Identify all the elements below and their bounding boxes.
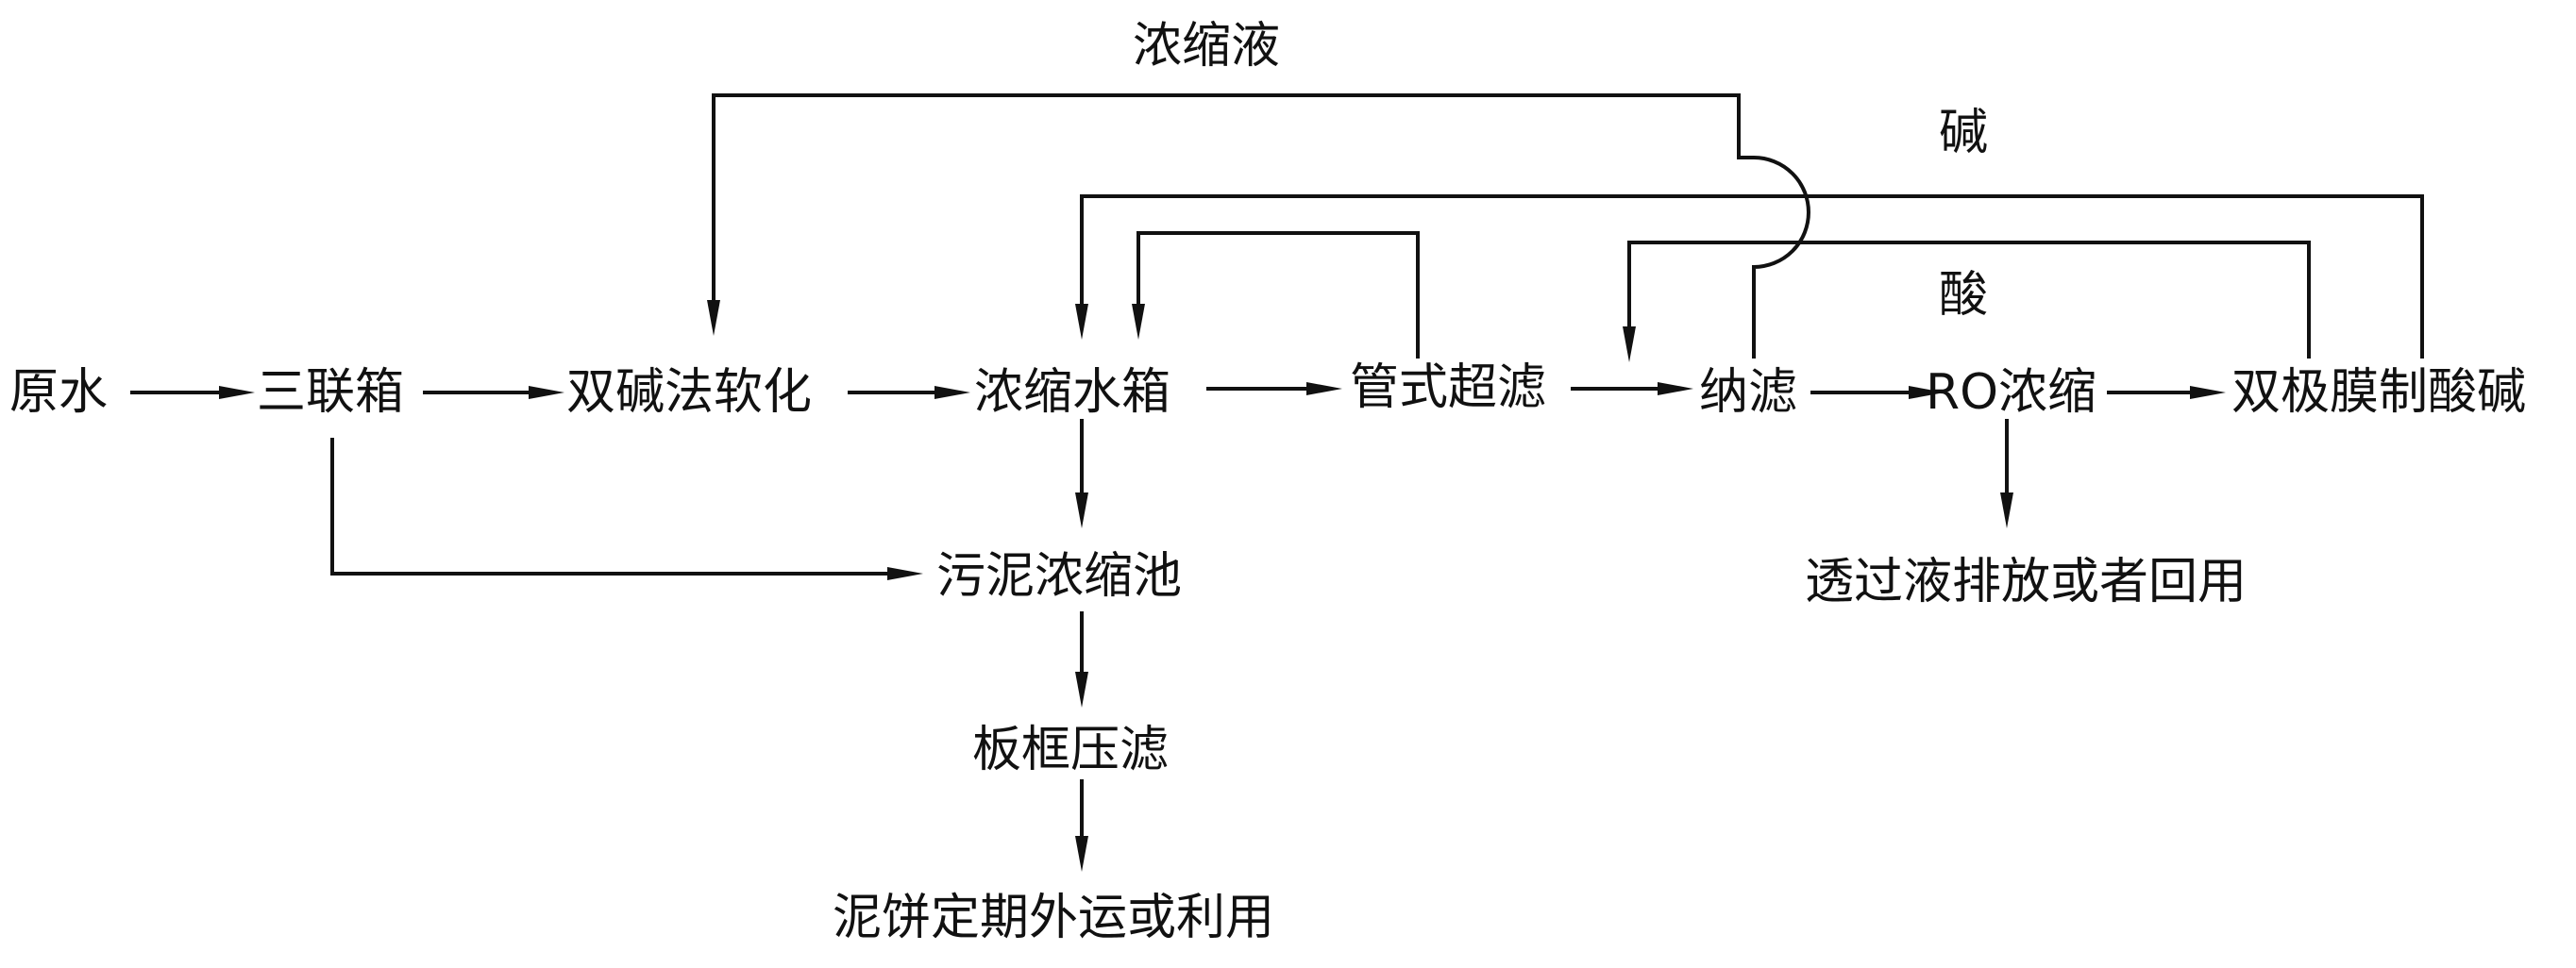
arrowhead <box>707 300 720 336</box>
arrowhead <box>219 386 255 399</box>
acid-return-line <box>1627 241 2311 359</box>
arrowhead <box>1075 304 1088 340</box>
arrowhead <box>1075 672 1088 708</box>
line-labels: 浓缩液 碱 酸 <box>1133 18 1988 324</box>
connectors <box>130 93 2424 843</box>
process-nodes: 原水 三联箱 双碱法软化 浓缩水箱 管式超滤 纳滤 RO浓缩 双极膜制酸碱 污泥… <box>9 359 2526 946</box>
arrowhead <box>1132 304 1145 340</box>
arrowhead <box>1075 492 1088 528</box>
alkali-return-line <box>1080 194 2424 359</box>
node-bipolar-membrane: 双极膜制酸碱 <box>2231 364 2526 421</box>
node-tubular-ultrafiltration: 管式超滤 <box>1350 359 1546 416</box>
arrowhead <box>1623 326 1636 362</box>
arrowhead <box>1075 836 1088 872</box>
label-concentrate: 浓缩液 <box>1133 18 1280 75</box>
arrowhead <box>1909 386 1945 399</box>
arrowhead <box>1658 382 1693 395</box>
arrowhead <box>529 386 564 399</box>
arrowhead <box>887 567 923 580</box>
node-ro-concentration: RO浓缩 <box>1926 364 2096 421</box>
node-nanofiltration: 纳滤 <box>1699 364 1797 421</box>
concentrate-recycle-line <box>712 93 1810 359</box>
arrowhead <box>2000 492 2013 528</box>
node-concentrate-tank: 浓缩水箱 <box>974 364 1170 421</box>
label-acid: 酸 <box>1939 267 1988 324</box>
triple-tank-to-sludge-line <box>330 438 895 576</box>
node-plate-frame-press: 板框压滤 <box>972 722 1169 778</box>
uf-recirculation-loop <box>1136 231 1420 359</box>
arrowheads <box>219 300 2226 872</box>
node-raw-water: 原水 <box>9 364 108 421</box>
arrowhead <box>2190 386 2226 399</box>
node-permeate: 透过液排放或者回用 <box>1805 554 2247 610</box>
arrowhead <box>1306 382 1342 395</box>
node-mud-cake: 泥饼定期外运或利用 <box>833 890 1274 946</box>
label-alkali: 碱 <box>1939 105 1988 161</box>
node-double-alkali-softening: 双碱法软化 <box>566 364 812 421</box>
arrowhead <box>934 386 970 399</box>
node-sludge-thickener: 污泥浓缩池 <box>936 548 1182 605</box>
node-triple-tank: 三联箱 <box>257 364 404 421</box>
